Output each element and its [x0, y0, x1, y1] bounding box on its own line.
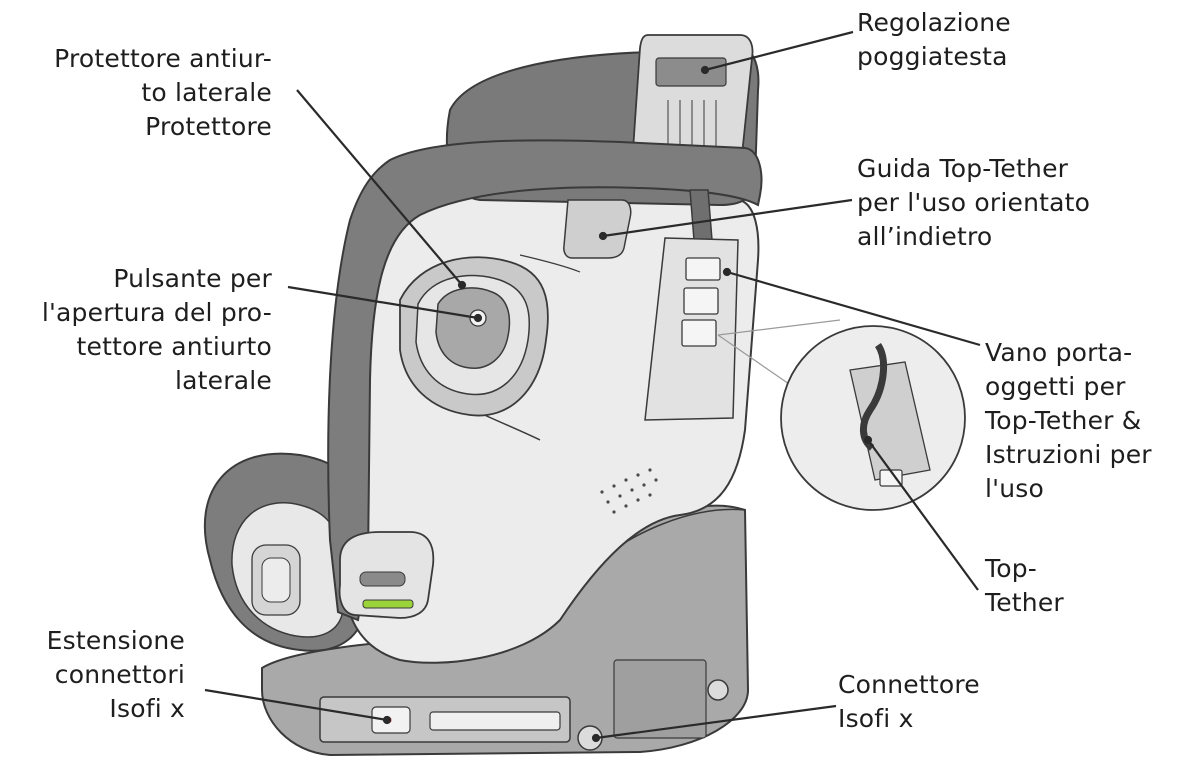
label-line: poggiatesta — [857, 42, 1008, 71]
seat-armrest — [203, 452, 367, 652]
seat-base — [261, 504, 750, 757]
label-line: Protettore — [145, 112, 272, 141]
label-line: Tether — [985, 588, 1064, 617]
leader-toptether — [867, 439, 979, 591]
green-indicator — [362, 599, 414, 609]
leader-estensione — [204, 688, 388, 722]
label-line: Istruzioni per — [985, 440, 1152, 469]
storage-compartment — [644, 237, 739, 421]
label-line: all’indietro — [857, 222, 993, 251]
label-line: Protettore antiur- — [54, 44, 272, 73]
isofix-connector-right — [707, 679, 729, 701]
label-vano-portaoggetti: Vano porta- oggetti per Top-Tether & Ist… — [985, 336, 1152, 506]
label-line: l'apertura del pro- — [41, 298, 272, 327]
label-guida-top-tether: Guida Top-Tether per l'uso orientato all… — [857, 152, 1090, 254]
label-line: Regolazione — [857, 8, 1011, 37]
label-line: Estensione — [46, 626, 185, 655]
leader-vano — [726, 270, 981, 347]
leader-lines — [204, 30, 981, 743]
label-line: per l'uso orientato — [857, 188, 1091, 217]
leader-guida — [602, 198, 853, 238]
label-line: Pulsante per — [113, 264, 272, 293]
label-line: connettori — [54, 660, 185, 689]
label-line: Top-Tether & — [985, 406, 1142, 435]
leader-pulsante — [287, 285, 479, 320]
label-pulsante-apertura: Pulsante per l'apertura del pro- tettore… — [42, 262, 272, 398]
label-top-tether: Top- Tether — [985, 552, 1064, 620]
headrest-wing — [327, 139, 763, 622]
label-line: tettore antiurto — [76, 332, 272, 361]
leader-protettore — [296, 89, 463, 286]
label-line: laterale — [175, 366, 272, 395]
leader-connettore — [595, 704, 837, 740]
top-tether-strap — [563, 189, 713, 259]
label-line: l'uso — [985, 474, 1044, 503]
belt-guide — [338, 531, 435, 619]
label-line: oggetti per — [985, 372, 1126, 401]
label-line: Connettore — [838, 670, 980, 699]
label-line: Guida Top-Tether — [857, 154, 1069, 183]
label-line: Isofi x — [838, 704, 914, 733]
detail-zoom-circle — [717, 319, 966, 511]
label-line: Top- — [985, 554, 1038, 583]
label-line: Vano porta- — [985, 338, 1133, 367]
label-protettore-antiurto: Protettore antiur- to laterale Protettor… — [54, 42, 272, 144]
label-estensione-connettori: Estensione connettori Isofi x — [47, 624, 185, 726]
rear-tether-guide — [563, 199, 632, 259]
label-connettore-isofix: Connettore Isofi x — [838, 668, 980, 736]
side-impact-protector — [399, 256, 549, 417]
leader-regolazione — [704, 30, 854, 72]
label-line: to laterale — [141, 78, 272, 107]
label-line: Isofi x — [109, 694, 185, 723]
label-regolazione-poggiatesta: Regolazione poggiatesta — [857, 6, 1011, 74]
